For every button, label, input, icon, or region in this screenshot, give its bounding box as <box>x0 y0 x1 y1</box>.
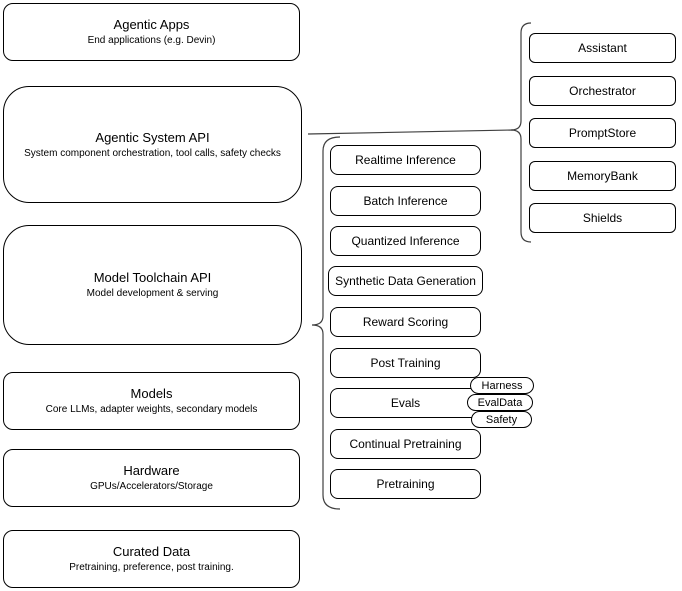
toolchain-node-post-training: Post Training <box>330 348 481 378</box>
service-node-promptstore: PromptStore <box>529 118 676 148</box>
system-api-to-services-connector-line <box>307 129 514 135</box>
node-subtitle: End applications (e.g. Devin) <box>87 35 216 46</box>
model-toolchain-api-node: Model Toolchain API Model development & … <box>3 225 302 345</box>
toolchain-node-realtime-inference: Realtime Inference <box>330 145 481 175</box>
node-title: Curated Data <box>112 544 191 559</box>
eval-tag-safety: Safety <box>471 411 532 428</box>
node-title: Agentic System API <box>95 129 210 145</box>
node-title: Models <box>130 386 173 401</box>
toolchain-curly-brace-icon <box>311 136 341 510</box>
eval-tag-harness: Harness <box>470 377 534 394</box>
node-subtitle: System component orchestration, tool cal… <box>24 147 281 159</box>
services-curly-brace-icon <box>510 22 532 243</box>
hardware-node: Hardware GPUs/Accelerators/Storage <box>3 449 300 507</box>
service-node-assistant: Assistant <box>529 33 676 63</box>
node-subtitle: Model development & serving <box>86 288 219 299</box>
toolchain-node-quantized-inference: Quantized Inference <box>330 226 481 256</box>
node-title: Hardware <box>123 463 180 478</box>
service-node-shields: Shields <box>529 203 676 233</box>
toolchain-node-synthetic-data-generation: Synthetic Data Generation <box>328 266 483 296</box>
toolchain-node-reward-scoring: Reward Scoring <box>330 307 481 337</box>
node-subtitle: Pretraining, preference, post training. <box>69 562 234 573</box>
toolchain-node-evals: Evals <box>330 388 481 418</box>
eval-tag-evaldata: EvalData <box>467 394 533 411</box>
toolchain-node-batch-inference: Batch Inference <box>330 186 481 216</box>
agentic-apps-node: Agentic Apps End applications (e.g. Devi… <box>3 3 300 61</box>
service-node-orchestrator: Orchestrator <box>529 76 676 106</box>
models-node: Models Core LLMs, adapter weights, secon… <box>3 372 300 430</box>
node-subtitle: GPUs/Accelerators/Storage <box>90 481 213 492</box>
toolchain-node-continual-pretraining: Continual Pretraining <box>330 429 481 459</box>
node-title: Agentic Apps <box>113 17 190 32</box>
agentic-system-api-node: Agentic System API System component orch… <box>3 86 302 203</box>
toolchain-node-pretraining: Pretraining <box>330 469 481 499</box>
service-node-memorybank: MemoryBank <box>529 161 676 191</box>
node-title: Model Toolchain API <box>93 270 212 285</box>
node-subtitle: Core LLMs, adapter weights, secondary mo… <box>45 404 258 415</box>
curated-data-node: Curated Data Pretraining, preference, po… <box>3 530 300 588</box>
